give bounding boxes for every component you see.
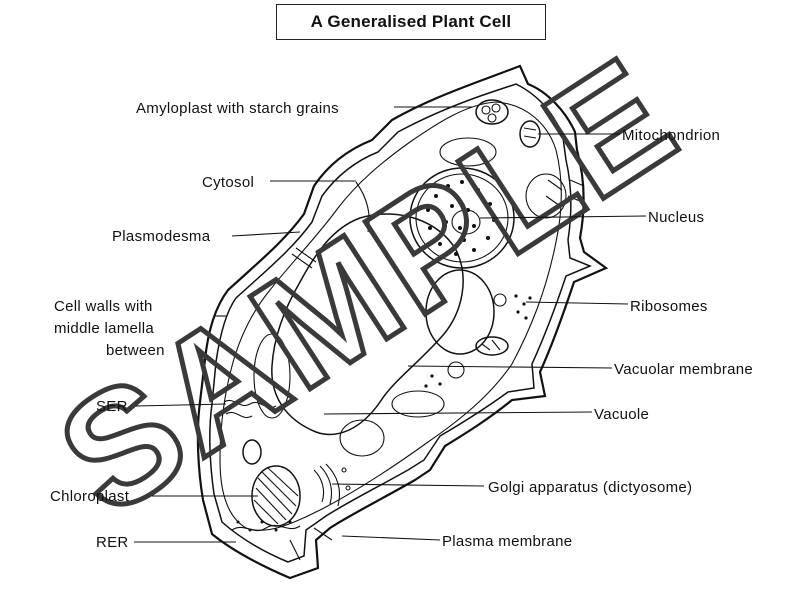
small-organelle [493, 293, 507, 307]
chloroplast-thylakoids [253, 467, 299, 525]
label-mitochondrion: Mitochondrion [622, 127, 720, 144]
mitochondrion [242, 439, 262, 465]
label-cell-walls-line1: Cell walls with [54, 298, 153, 315]
label-vacuolar-membrane: Vacuolar membrane [614, 361, 753, 378]
diagram-labels: Amyloplast with starch grains Mitochondr… [50, 100, 753, 551]
inner-cell-wall [209, 83, 592, 563]
vesicle [253, 333, 291, 419]
label-chloroplast: Chloroplast [50, 488, 130, 505]
outer-cell-wall [196, 64, 609, 580]
smooth-er [225, 412, 253, 418]
vacuole-secondary [425, 269, 495, 355]
leader-lines [134, 106, 647, 543]
starch-grain [487, 113, 497, 123]
mitochondrion-cristae [523, 127, 537, 139]
label-cell-walls-line3: between [106, 342, 165, 359]
vesicle [391, 390, 445, 418]
vesicle [339, 419, 385, 457]
label-plasma-membrane: Plasma membrane [442, 533, 572, 550]
label-cell-walls-line2: middle lamella [54, 320, 154, 337]
label-amyloplast: Amyloplast with starch grains [136, 100, 339, 117]
cytosol-strand [355, 181, 370, 233]
ribosomes [424, 294, 532, 388]
central-vacuole [271, 213, 464, 436]
label-nucleus: Nucleus [648, 209, 704, 226]
plant-cell-drawing [196, 64, 609, 580]
rough-er [231, 524, 301, 532]
mitochondrion-cristae [481, 339, 501, 351]
label-golgi: Golgi apparatus (dictyosome) [488, 479, 692, 496]
wall-gap-top [545, 179, 563, 207]
diagram-title: A Generalised Plant Cell [276, 4, 546, 40]
vesicle [439, 137, 497, 167]
golgi-apparatus [313, 463, 351, 507]
label-ser: SER [96, 398, 128, 415]
sample-watermark: SAMPLE [29, 22, 706, 548]
vesicle [525, 173, 567, 219]
starch-grain [491, 103, 501, 113]
smooth-er [223, 400, 277, 408]
amyloplast [475, 99, 509, 125]
nucleus-chromatin [426, 180, 496, 256]
rer-ribosomes [236, 520, 292, 532]
nucleolus [451, 209, 481, 235]
plasmodesma-right [567, 179, 585, 203]
small-organelle [447, 361, 465, 379]
label-ribosomes: Ribosomes [630, 298, 708, 315]
wall-gap-bottom [289, 527, 333, 561]
starch-grain [481, 105, 491, 115]
label-plasmodesma: Plasmodesma [112, 228, 211, 245]
mitochondrion [475, 336, 509, 356]
label-vacuole: Vacuole [594, 406, 649, 423]
label-rer: RER [96, 534, 129, 551]
label-cytosol: Cytosol [202, 174, 254, 191]
